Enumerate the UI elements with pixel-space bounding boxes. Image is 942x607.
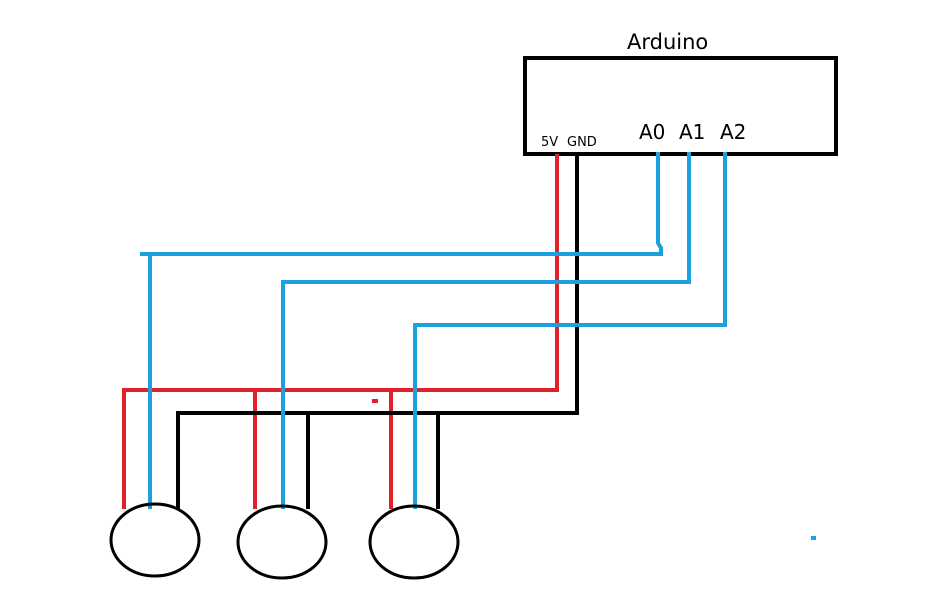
sensor-3 <box>368 504 460 580</box>
arduino-board <box>523 56 838 156</box>
sensor-1 <box>109 502 201 578</box>
red-dot <box>372 399 378 403</box>
signal-wire-a1 <box>281 152 691 509</box>
arduino-title: Arduino <box>627 30 708 54</box>
signal-wire-a2 <box>413 152 727 509</box>
pin-label-a2: A2 <box>720 120 746 144</box>
power-wire-main <box>122 154 559 509</box>
pin-label-gnd: GND <box>567 135 597 150</box>
sensor-2 <box>236 504 328 580</box>
pin-label-5v: 5V <box>541 135 558 150</box>
pin-label-a1: A1 <box>679 120 705 144</box>
ground-wire-main <box>176 154 579 509</box>
signal-wire-a0 <box>140 152 663 256</box>
pin-label-a0: A0 <box>639 120 665 144</box>
blue-dot <box>811 536 816 540</box>
